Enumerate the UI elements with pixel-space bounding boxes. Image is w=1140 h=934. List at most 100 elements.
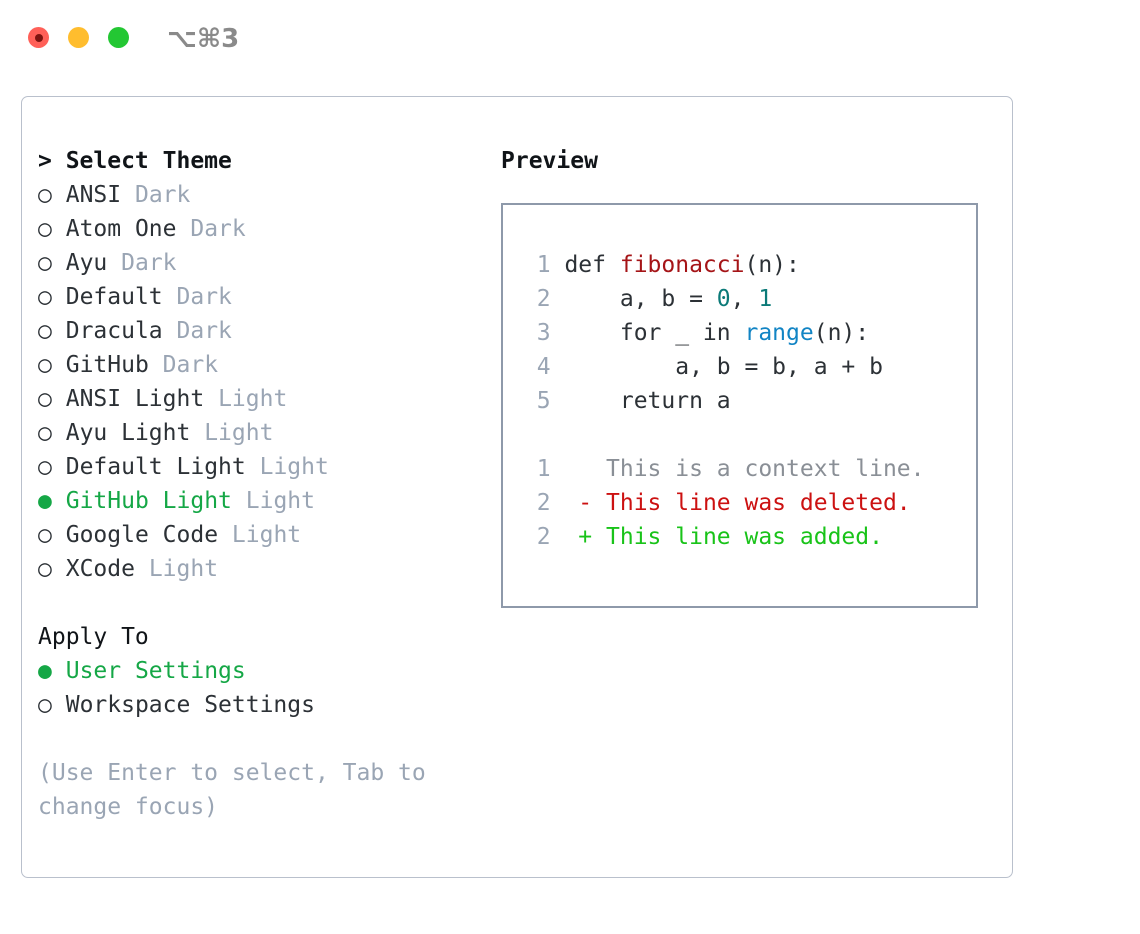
code-token-plain: for _ in — [564, 320, 745, 346]
theme-option-google-code[interactable]: ○ Google Code Light — [38, 518, 498, 552]
diff-marker: + — [578, 524, 593, 550]
gutter-gap — [551, 320, 565, 346]
gutter-gap — [551, 456, 579, 482]
theme-option-dracula[interactable]: ○ Dracula Dark — [38, 314, 498, 348]
spacer — [52, 692, 66, 718]
theme-option-variant: Light — [231, 522, 302, 548]
radio-unselected-icon: ○ — [38, 692, 52, 718]
theme-option-label: Dracula — [65, 318, 163, 344]
theme-option-label: Atom One — [65, 216, 177, 242]
diff-line-text: This line was added. — [606, 524, 883, 550]
apply-to-heading-label: Apply To — [38, 624, 149, 650]
spacer — [177, 216, 191, 242]
diff-line-text: This is a context line. — [606, 456, 925, 482]
gutter-gap — [551, 286, 565, 312]
theme-option-label: GitHub — [65, 352, 149, 378]
close-window-button[interactable] — [28, 27, 49, 48]
radio-unselected-icon: ○ — [38, 182, 52, 208]
theme-option-label: ANSI — [65, 182, 122, 208]
spacer — [107, 250, 121, 276]
radio-unselected-icon: ○ — [38, 352, 52, 378]
theme-option-label: Default — [65, 284, 163, 310]
theme-option-ayu[interactable]: ○ Ayu Dark — [38, 246, 498, 280]
spacer — [190, 420, 204, 446]
radio-unselected-icon: ○ — [38, 556, 52, 582]
radio-selected-icon: ● — [38, 658, 52, 684]
apply-to-option-label: User Settings — [65, 658, 246, 684]
theme-option-ansi[interactable]: ○ ANSI Dark — [38, 178, 498, 212]
minimize-window-button[interactable] — [68, 27, 89, 48]
radio-unselected-icon: ○ — [38, 250, 52, 276]
diff-line-context: 1 This is a context line. — [523, 452, 976, 486]
theme-option-variant: Light — [259, 454, 329, 480]
theme-option-default[interactable]: ○ Default Dark — [38, 280, 498, 314]
code-line: 5 return a — [523, 384, 976, 418]
radio-unselected-icon: ○ — [38, 420, 52, 446]
code-token-plain: , — [730, 286, 759, 312]
theme-option-github-light[interactable]: ● GitHub Light Light — [38, 484, 498, 518]
code-token-plain: return a — [564, 388, 731, 414]
diff-sample: 1 This is a context line.2 - This line w… — [523, 452, 976, 554]
theme-option-variant: Dark — [134, 182, 191, 208]
diff-marker: - — [578, 490, 593, 516]
spacer — [52, 250, 66, 276]
theme-option-xcode[interactable]: ○ XCode Light — [38, 552, 498, 586]
theme-option-ayu-light[interactable]: ○ Ayu Light Light — [38, 416, 498, 450]
zoom-window-button[interactable] — [108, 27, 129, 48]
theme-option-github[interactable]: ○ GitHub Dark — [38, 348, 498, 382]
spacer — [121, 182, 135, 208]
diff-line-deleted: 2 - This line was deleted. — [523, 486, 976, 520]
theme-option-label: XCode — [65, 556, 135, 582]
theme-option-atom-one[interactable]: ○ Atom One Dark — [38, 212, 498, 246]
spacer — [52, 284, 66, 310]
spacer — [52, 454, 66, 480]
spacer — [218, 522, 232, 548]
diff-line-number: 2 — [536, 490, 551, 516]
code-token-plain: def — [564, 252, 620, 278]
spacer — [52, 352, 66, 378]
radio-unselected-icon: ○ — [38, 318, 52, 344]
theme-option-label: Ayu Light — [65, 420, 191, 446]
code-token-plain: a, b = b, a + b — [564, 354, 883, 380]
code-token-num: 1 — [758, 286, 773, 312]
theme-option-variant: Dark — [190, 216, 246, 242]
theme-option-label: Google Code — [65, 522, 219, 548]
panel-columns: > Select Theme ○ ANSI Dark○ Atom One Dar… — [22, 97, 1012, 877]
code-token-plain: (n): — [744, 252, 800, 278]
code-token-plain: (n): — [813, 320, 870, 346]
theme-option-label: GitHub Light — [65, 488, 232, 514]
window-title: ⌥⌘3 — [167, 24, 240, 54]
spacer — [52, 318, 66, 344]
spacer — [52, 522, 66, 548]
theme-option-label: ANSI Light — [65, 386, 205, 412]
list-spacer — [38, 586, 498, 620]
radio-selected-icon: ● — [38, 488, 52, 514]
apply-to-option-user-settings[interactable]: ● User Settings — [38, 654, 498, 688]
spacer — [149, 352, 163, 378]
select-theme-heading: > Select Theme — [38, 148, 232, 174]
apply-to-heading: Apply To — [38, 620, 498, 654]
traffic-light-buttons — [28, 27, 129, 48]
spacer — [52, 420, 66, 446]
code-token-call: range — [744, 320, 814, 346]
code-diff-separator — [523, 418, 976, 452]
preview-column: Preview 1 def fibonacci(n):2 a, b = 0, 1… — [501, 144, 1001, 608]
theme-option-ansi-light[interactable]: ○ ANSI Light Light — [38, 382, 498, 416]
diff-line-text: This line was deleted. — [606, 490, 911, 516]
code-line-number: 4 — [536, 354, 551, 380]
main-panel: > Select Theme ○ ANSI Dark○ Atom One Dar… — [21, 96, 1013, 878]
gutter-gap — [551, 490, 579, 516]
theme-option-default-light[interactable]: ○ Default Light Light — [38, 450, 498, 484]
diff-line-added: 2 + This line was added. — [523, 520, 976, 554]
diff-line-number: 2 — [536, 524, 551, 550]
spacer — [246, 454, 260, 480]
spacer — [52, 182, 66, 208]
code-line-number: 5 — [536, 388, 551, 414]
apply-to-option-label: Workspace Settings — [65, 692, 315, 718]
gutter-gap — [592, 490, 606, 516]
preview-heading: Preview — [501, 148, 598, 174]
theme-option-variant: Light — [148, 556, 219, 582]
apply-to-option-workspace-settings[interactable]: ○ Workspace Settings — [38, 688, 498, 722]
theme-option-variant: Light — [204, 420, 274, 446]
